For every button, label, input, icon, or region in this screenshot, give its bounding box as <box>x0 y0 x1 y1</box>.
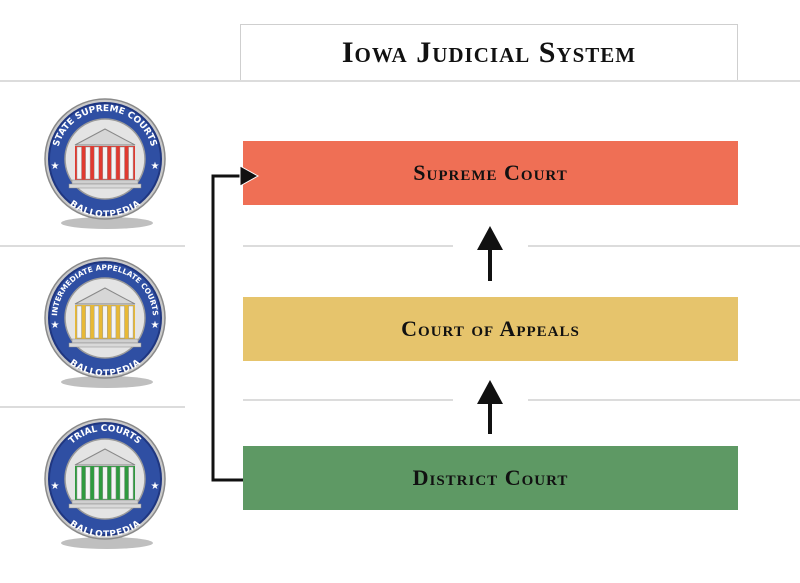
courthouse-column <box>128 146 134 180</box>
courthouse-column <box>85 146 91 180</box>
courthouse-column <box>76 146 82 180</box>
courthouse-step <box>71 338 139 344</box>
star-icon: ★ <box>51 161 60 172</box>
courthouse-step <box>68 342 142 348</box>
courthouse-roof-icon <box>74 287 136 305</box>
courthouse-column <box>76 466 82 500</box>
courthouse-column <box>119 305 125 339</box>
court-box-supreme: Supreme Court <box>243 141 738 205</box>
courthouse-column <box>128 305 134 339</box>
star-icon: ★ <box>151 161 160 172</box>
courthouse-roof-icon <box>74 448 136 466</box>
divider-left-1 <box>0 245 185 247</box>
courthouse-column <box>102 466 108 500</box>
star-icon: ★ <box>151 481 160 492</box>
divider-mid-2-right <box>528 399 800 401</box>
star-icon: ★ <box>51 481 60 492</box>
court-box-appeals: Court of Appeals <box>243 297 738 361</box>
court-label-appeals: Court of Appeals <box>401 316 580 341</box>
bracket-arrow <box>209 165 260 484</box>
divider-mid-1-left <box>243 245 453 247</box>
divider-left-2 <box>0 406 185 408</box>
court-label-supreme: Supreme Court <box>413 160 568 185</box>
courthouse-roof-icon <box>74 128 136 146</box>
courthouse-column <box>85 466 91 500</box>
courthouse-column <box>76 305 82 339</box>
courthouse-column <box>93 146 99 180</box>
courthouse-step <box>71 179 139 185</box>
page-title: Iowa Judicial System <box>341 35 637 69</box>
courthouse-step <box>68 503 142 509</box>
courthouse-column <box>102 146 108 180</box>
courthouse-column <box>111 305 117 339</box>
seal-shadow <box>61 537 153 549</box>
courthouse-step <box>68 183 142 189</box>
courthouse-column <box>119 466 125 500</box>
star-icon: ★ <box>151 320 160 331</box>
courthouse-column <box>102 305 108 339</box>
courthouse-step <box>71 499 139 505</box>
up-arrow-district-to-appeals <box>477 380 503 434</box>
seal-shadow <box>61 217 153 229</box>
star-icon: ★ <box>51 320 60 331</box>
courthouse-column <box>119 146 125 180</box>
courthouse-column <box>111 146 117 180</box>
court-box-district: District Court <box>243 446 738 510</box>
courthouse-column <box>93 305 99 339</box>
courthouse-column <box>111 466 117 500</box>
courthouse-column <box>85 305 91 339</box>
seal-shadow <box>61 376 153 388</box>
up-arrow-appeals-to-supreme <box>477 226 503 281</box>
seal-intermediate-appellate-courts: ★★INTERMEDIATE APPELLATE COURTSBALLOTPED… <box>44 257 166 388</box>
divider-mid-1-right <box>528 245 800 247</box>
title-box: Iowa Judicial System <box>240 24 738 80</box>
courthouse-column <box>128 466 134 500</box>
court-label-district: District Court <box>412 465 569 490</box>
divider-mid-2-left <box>243 399 453 401</box>
divider-top <box>0 80 800 82</box>
courthouse-column <box>93 466 99 500</box>
